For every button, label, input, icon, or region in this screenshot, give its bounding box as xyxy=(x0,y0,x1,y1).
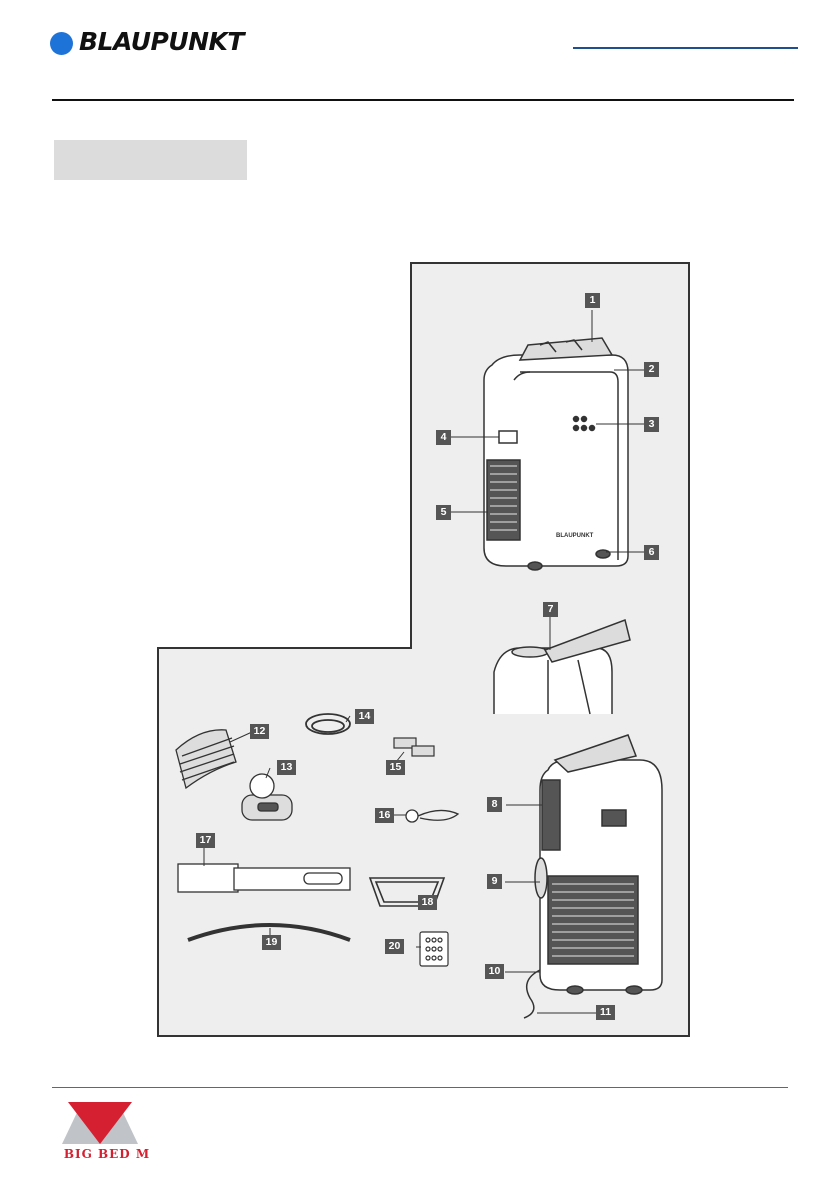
callout-2: 2 xyxy=(644,362,659,377)
callout-10: 10 xyxy=(485,964,504,979)
footer-logo-text: BIG BED M xyxy=(62,1147,152,1161)
callout-9: 9 xyxy=(487,874,502,889)
callout-18: 18 xyxy=(418,895,437,910)
callout-15: 15 xyxy=(386,760,405,775)
ac-unit-rear-view xyxy=(524,735,662,1018)
callout-4: 4 xyxy=(436,430,451,445)
callout-12: 12 xyxy=(250,724,269,739)
callout-8: 8 xyxy=(487,797,502,812)
callout-19: 19 xyxy=(262,935,281,950)
callout-7: 7 xyxy=(543,602,558,617)
callout-3: 3 xyxy=(644,417,659,432)
callout-5: 5 xyxy=(436,505,451,520)
callout-14: 14 xyxy=(355,709,374,724)
callout-16: 16 xyxy=(375,808,394,823)
footer-logo-mark xyxy=(60,1100,140,1146)
unit-front-brand-text: BLAUPUNKT xyxy=(556,533,594,539)
callout-20: 20 xyxy=(385,939,404,954)
remote-control xyxy=(420,932,448,966)
callout-6: 6 xyxy=(644,545,659,560)
footer-divider xyxy=(52,1087,788,1088)
callout-13: 13 xyxy=(277,760,296,775)
callout-17: 17 xyxy=(196,833,215,848)
window-slider-kit xyxy=(178,864,350,892)
callout-11: 11 xyxy=(596,1005,615,1020)
callout-1: 1 xyxy=(585,293,600,308)
